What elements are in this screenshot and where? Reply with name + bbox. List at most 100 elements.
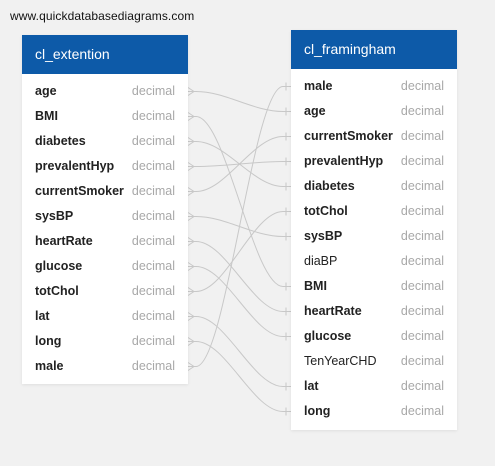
field-name: male	[304, 79, 333, 93]
field-type: decimal	[400, 229, 444, 243]
field-name: age	[304, 104, 326, 118]
field-type: decimal	[131, 84, 175, 98]
many-marker	[187, 162, 195, 171]
relationship-line	[188, 91, 291, 112]
field-name: currentSmoker	[304, 129, 393, 143]
field-type: decimal	[400, 254, 444, 268]
field-name: heartRate	[304, 304, 362, 318]
field-name: prevalentHyp	[304, 154, 384, 168]
field-row[interactable]: TenYearCHD decimal	[291, 349, 457, 374]
site-watermark: www.quickdatabasediagrams.com	[10, 9, 195, 23]
field-type: decimal	[131, 309, 175, 323]
field-name: TenYearCHD	[304, 354, 377, 368]
many-marker	[187, 262, 195, 271]
field-type: decimal	[400, 329, 444, 343]
many-marker	[187, 362, 195, 371]
many-marker	[187, 212, 195, 221]
field-type: decimal	[400, 279, 444, 293]
field-name: currentSmoker	[35, 184, 124, 198]
field-name: sysBP	[304, 229, 343, 243]
many-marker	[187, 87, 195, 96]
field-row[interactable]: diabetes decimal	[291, 174, 457, 199]
field-row[interactable]: male decimal	[291, 74, 457, 99]
table-title[interactable]: cl_extention	[22, 35, 188, 74]
field-name: long	[35, 334, 62, 348]
field-name: heartRate	[35, 234, 93, 248]
relationship-line	[188, 211, 291, 292]
field-row[interactable]: diabetes decimal	[22, 129, 188, 154]
many-marker	[187, 112, 195, 121]
field-row[interactable]: BMI decimal	[291, 274, 457, 299]
field-row[interactable]: totChol decimal	[291, 199, 457, 224]
field-name: long	[304, 404, 331, 418]
many-marker	[187, 137, 195, 146]
field-type: decimal	[131, 359, 175, 373]
field-row[interactable]: sysBP decimal	[291, 224, 457, 249]
field-type: decimal	[131, 134, 175, 148]
relationship-line	[188, 316, 291, 387]
field-list: male decimal age decimal currentSmoker decima…	[291, 69, 457, 424]
field-row[interactable]: long decimal	[291, 399, 457, 424]
field-name: totChol	[35, 284, 79, 298]
many-marker	[187, 237, 195, 246]
field-name: diabetes	[35, 134, 86, 148]
many-marker	[187, 287, 195, 296]
field-type: decimal	[400, 204, 444, 218]
field-row[interactable]: glucose decimal	[22, 254, 188, 279]
field-row[interactable]: male decimal	[22, 354, 188, 379]
field-name: male	[35, 359, 64, 373]
field-row[interactable]: sysBP decimal	[22, 204, 188, 229]
field-row[interactable]: heartRate decimal	[291, 299, 457, 324]
field-name: glucose	[35, 259, 83, 273]
field-type: decimal	[131, 334, 175, 348]
field-row[interactable]: heartRate decimal	[22, 229, 188, 254]
field-type: decimal	[131, 234, 175, 248]
field-row[interactable]: age decimal	[22, 79, 188, 104]
field-name: BMI	[35, 109, 58, 123]
field-type: decimal	[400, 404, 444, 418]
field-type: decimal	[131, 259, 175, 273]
field-row[interactable]: lat decimal	[291, 374, 457, 399]
field-type: decimal	[400, 104, 444, 118]
field-type: decimal	[131, 284, 175, 298]
field-row[interactable]: currentSmoker decimal	[22, 179, 188, 204]
field-type: decimal	[131, 184, 175, 198]
field-type: decimal	[400, 129, 444, 143]
table-title[interactable]: cl_framingham	[291, 30, 457, 69]
field-type: decimal	[400, 379, 444, 393]
field-row[interactable]: prevalentHyp decimal	[291, 149, 457, 174]
field-row[interactable]: long decimal	[22, 329, 188, 354]
field-row[interactable]: age decimal	[291, 99, 457, 124]
field-name: sysBP	[35, 209, 74, 223]
field-type: decimal	[131, 159, 175, 173]
field-row[interactable]: diaBP decimal	[291, 249, 457, 274]
field-row[interactable]: currentSmoker decimal	[291, 124, 457, 149]
relationship-line	[188, 86, 291, 367]
relationship-line	[188, 241, 291, 312]
relationship-line	[188, 136, 291, 192]
field-name: age	[35, 84, 57, 98]
field-type: decimal	[400, 79, 444, 93]
field-type: decimal	[400, 354, 444, 368]
field-name: diabetes	[304, 179, 355, 193]
field-name: lat	[35, 309, 50, 323]
field-type: decimal	[131, 209, 175, 223]
field-type: decimal	[400, 304, 444, 318]
relationship-line	[188, 116, 291, 287]
field-name: BMI	[304, 279, 327, 293]
field-name: totChol	[304, 204, 348, 218]
field-row[interactable]: prevalentHyp decimal	[22, 154, 188, 179]
field-name: prevalentHyp	[35, 159, 115, 173]
field-name: diaBP	[304, 254, 338, 268]
field-type: decimal	[400, 179, 444, 193]
field-row[interactable]: lat decimal	[22, 304, 188, 329]
field-name: lat	[304, 379, 319, 393]
field-row[interactable]: totChol decimal	[22, 279, 188, 304]
field-type: decimal	[400, 154, 444, 168]
